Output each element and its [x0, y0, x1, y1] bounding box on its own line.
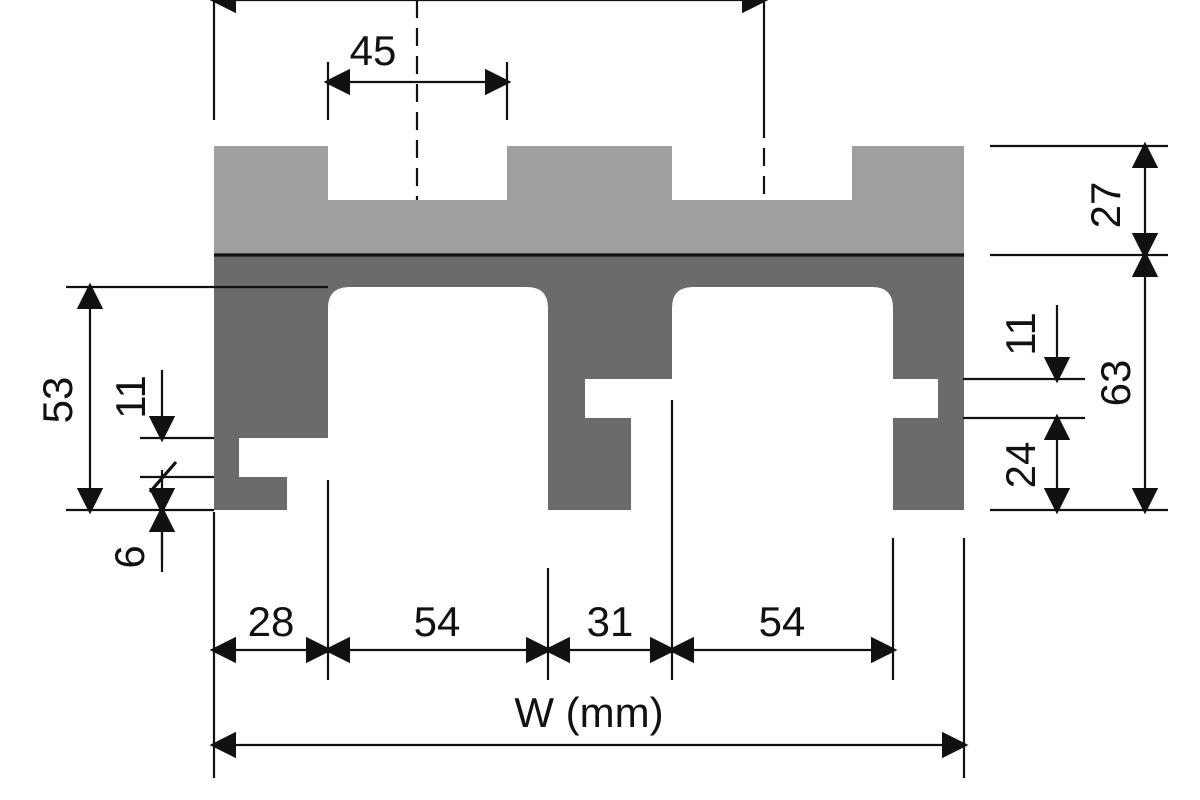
dimension-27-label: 27 [1082, 182, 1129, 229]
dimension-45-label: 45 [350, 27, 397, 74]
cap-profile [214, 146, 964, 255]
dimension-54-right-label: 54 [759, 598, 806, 645]
dimension-28-label: 28 [248, 598, 295, 645]
overall-width-label: W (mm) [514, 689, 663, 736]
dimension-11-left-label: 11 [107, 375, 154, 419]
dimension-11-right-label: 11 [997, 312, 1044, 356]
slash-mark [148, 460, 178, 494]
dimension-31-label: 31 [587, 598, 634, 645]
dimension-53-label: 53 [34, 377, 81, 424]
dimension-63-label: 63 [1092, 360, 1139, 407]
dimension-6-label: 6 [106, 545, 153, 568]
body-profile [214, 255, 964, 510]
dimension-54-left-label: 54 [414, 598, 461, 645]
dimension-24-label: 24 [997, 442, 1044, 489]
